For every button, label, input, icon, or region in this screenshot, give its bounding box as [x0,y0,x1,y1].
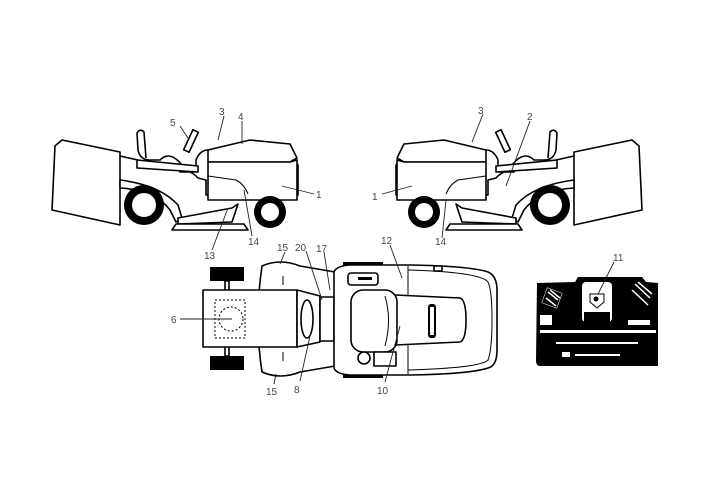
steering-wheel [182,128,200,154]
pedal [177,203,239,225]
callout-17: 17 [316,244,328,255]
callout-11: 11 [613,253,624,264]
callout-5: 5 [170,118,176,129]
grass-bag [51,139,121,226]
callout-2: 2 [527,112,533,123]
body-line [207,175,249,195]
mower-deck [171,223,249,231]
callout-3: 3 [478,106,484,117]
rear-wheel-hub [132,193,156,217]
tractor-top-view: 15 20 17 12 6 15 8 10 [171,236,498,398]
rear-wheel-bottom [210,356,244,370]
callout-8: 8 [294,385,300,396]
callout-1: 1 [372,192,378,203]
grass-bag-top [202,289,298,348]
callout-13: 13 [204,251,216,262]
callout-4: 4 [238,112,244,123]
callout-10: 10 [377,386,389,397]
hood-side [207,159,298,201]
callout-14: 14 [435,237,447,248]
callout-12: 12 [381,236,393,247]
callout-3: 3 [219,107,225,118]
rear-wheel-top [210,267,244,281]
tractor-side-view-left: 5 3 4 1 13 14 [51,107,322,262]
hood-top [207,139,298,163]
callout-1: 1 [316,190,322,201]
front-wheel-hub [261,203,279,221]
seat-top [350,289,398,353]
callout-6: 6 [171,315,177,326]
seat [136,159,199,173]
tractor-side-view-right: 3 2 1 14 [372,106,643,248]
callout-15: 15 [277,243,289,254]
tractor-rear-view: 11 [536,253,658,366]
callout-14: 14 [248,237,260,248]
callout-20: 20 [295,243,307,254]
callout-15: 15 [266,387,278,398]
